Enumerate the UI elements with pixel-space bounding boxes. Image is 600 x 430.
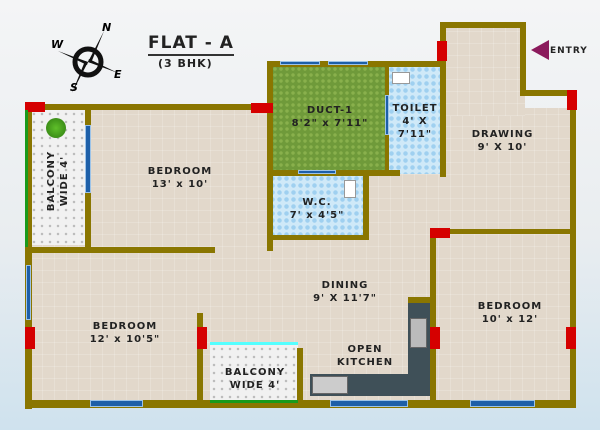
room-name: KITCHEN bbox=[336, 357, 394, 368]
window bbox=[470, 400, 535, 407]
door[interactable] bbox=[251, 103, 273, 113]
toilet-fixture-icon bbox=[392, 72, 410, 84]
entry-arrow-icon bbox=[531, 40, 549, 60]
wall bbox=[520, 90, 576, 96]
room-dim: 8'2" x 7'11" bbox=[291, 118, 369, 129]
wall bbox=[440, 22, 526, 28]
door[interactable] bbox=[25, 102, 45, 112]
dining-label: DINING 9' X 11'7" bbox=[300, 279, 390, 305]
window bbox=[90, 400, 143, 407]
room-dim: 10' x 12' bbox=[481, 314, 539, 325]
wall bbox=[25, 247, 215, 253]
toilet-floor bbox=[388, 66, 440, 174]
room-dim: WIDE 4' bbox=[229, 380, 281, 391]
kitchen-label: OPEN KITCHEN bbox=[320, 343, 410, 369]
wall bbox=[25, 400, 576, 408]
balcony-bottom-label: BALCONY WIDE 4' bbox=[212, 366, 298, 392]
bedroom2-label: BEDROOM 12' x 10'5" bbox=[70, 320, 180, 346]
wall bbox=[267, 61, 273, 251]
room-dim: 4' X bbox=[402, 116, 428, 127]
wall bbox=[440, 22, 446, 177]
wall bbox=[570, 90, 576, 408]
plant-icon bbox=[46, 118, 66, 138]
window bbox=[280, 61, 320, 65]
bedroom3-label: BEDROOM 10' x 12' bbox=[460, 300, 560, 326]
duct-floor bbox=[272, 66, 385, 170]
wall bbox=[408, 297, 436, 303]
balcony-bottom-floor bbox=[210, 345, 298, 401]
room-dim: 9' X 10' bbox=[477, 142, 528, 153]
room-name: BALCONY bbox=[46, 150, 57, 212]
compass-e: E bbox=[114, 68, 122, 81]
wall bbox=[430, 229, 572, 234]
room-dim: 9' X 11'7" bbox=[313, 293, 377, 304]
drawing-floor bbox=[445, 26, 525, 116]
room-name: BEDROOM bbox=[147, 166, 213, 177]
window bbox=[26, 265, 31, 320]
door[interactable] bbox=[430, 228, 450, 238]
wall bbox=[25, 104, 32, 409]
wall bbox=[267, 235, 369, 240]
balcony-railing bbox=[210, 400, 298, 403]
room-name: OPEN bbox=[347, 344, 383, 355]
wall bbox=[520, 22, 526, 96]
door[interactable] bbox=[197, 327, 207, 349]
room-dim: WIDE 4' bbox=[59, 155, 70, 207]
window bbox=[385, 95, 389, 135]
window bbox=[328, 61, 368, 65]
plan-title: FLAT - A bbox=[148, 33, 234, 56]
room-dim: 12' x 10'5" bbox=[89, 334, 161, 345]
room-dim: 7'11" bbox=[397, 129, 433, 140]
room-name: BEDROOM bbox=[92, 321, 158, 332]
door[interactable] bbox=[437, 41, 447, 61]
window bbox=[330, 400, 408, 407]
bedroom1-label: BEDROOM 13' x 10' bbox=[130, 165, 230, 191]
balcony-railing bbox=[25, 110, 28, 247]
wc-floor bbox=[269, 175, 363, 235]
duct-label: DUCT-1 8'2" x 7'11" bbox=[275, 104, 385, 130]
wall bbox=[363, 170, 369, 240]
wc-fixture-icon bbox=[344, 180, 356, 198]
wall bbox=[25, 104, 273, 110]
room-dim: 13' x 10' bbox=[151, 179, 209, 190]
door[interactable] bbox=[566, 327, 576, 349]
door[interactable] bbox=[25, 327, 35, 349]
entry-label: ENTRY bbox=[550, 46, 588, 56]
room-name: DINING bbox=[321, 280, 369, 291]
room-dim: 7' x 4'5" bbox=[289, 210, 345, 221]
window bbox=[85, 125, 91, 193]
window bbox=[298, 170, 336, 174]
room-name: BALCONY bbox=[224, 367, 286, 378]
toilet-label: TOILET 4' X 7'11" bbox=[388, 102, 442, 141]
room-name: TOILET bbox=[392, 103, 438, 114]
compass-s: S bbox=[70, 81, 78, 94]
wc-label: W.C. 7' x 4'5" bbox=[270, 196, 364, 222]
room-name: W.C. bbox=[302, 197, 332, 208]
compass-icon: N W E S bbox=[48, 21, 128, 95]
balcony-left-label: BALCONY WIDE 4' bbox=[45, 131, 71, 231]
sink-icon bbox=[312, 376, 348, 394]
balcony-railing bbox=[210, 342, 298, 345]
wall bbox=[197, 313, 203, 403]
compass-n: N bbox=[102, 21, 112, 34]
wall bbox=[297, 348, 303, 403]
door[interactable] bbox=[430, 327, 440, 349]
room-name: DRAWING bbox=[471, 129, 534, 140]
compass-w: W bbox=[51, 38, 64, 51]
room-name: BEDROOM bbox=[477, 301, 543, 312]
wall bbox=[430, 230, 436, 403]
stove-icon bbox=[410, 318, 427, 348]
door[interactable] bbox=[567, 90, 577, 110]
drawing-label: DRAWING 9' X 10' bbox=[455, 128, 550, 154]
room-name: DUCT-1 bbox=[306, 105, 354, 116]
plan-subtitle: (3 BHK) bbox=[158, 57, 213, 70]
